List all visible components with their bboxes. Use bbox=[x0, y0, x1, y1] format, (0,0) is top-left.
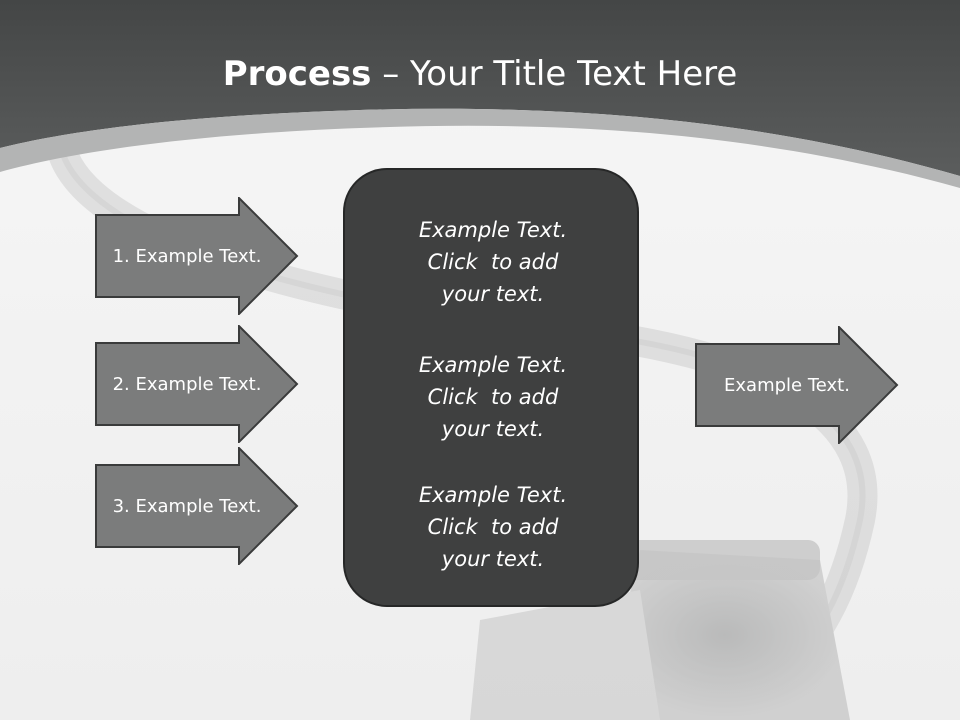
arrow-shape bbox=[95, 197, 299, 315]
input-arrow-2[interactable]: 2. Example Text. bbox=[95, 325, 299, 443]
process-text-block-3: Example Text. Click to add your text. bbox=[345, 479, 641, 575]
text-line: your text. bbox=[441, 417, 545, 441]
arrow-label: 3. Example Text. bbox=[112, 495, 262, 517]
text-line: Click to add bbox=[427, 515, 559, 539]
text-line: Click to add bbox=[427, 385, 559, 409]
title-bold: Process bbox=[222, 54, 372, 94]
process-text-block-2: Example Text. Click to add your text. bbox=[345, 349, 641, 445]
text-line: Example Text. bbox=[418, 218, 568, 242]
text-line: Click to add bbox=[427, 250, 559, 274]
input-arrow-1[interactable]: 1. Example Text. bbox=[95, 197, 299, 315]
text-line: your text. bbox=[441, 282, 545, 306]
process-box[interactable]: Example Text. Click to add your text. Ex… bbox=[343, 168, 639, 607]
output-arrow[interactable]: Example Text. bbox=[695, 326, 899, 444]
process-text-block-1: Example Text. Click to add your text. bbox=[345, 214, 641, 310]
arrow-label: Example Text. bbox=[724, 374, 850, 396]
title-rest: – Your Title Text Here bbox=[371, 54, 738, 94]
arrow-label: 2. Example Text. bbox=[112, 373, 262, 395]
arrow-shape bbox=[95, 447, 299, 565]
slide-title: Process – Your Title Text Here bbox=[0, 52, 960, 96]
input-arrow-3[interactable]: 3. Example Text. bbox=[95, 447, 299, 565]
arrow-label: 1. Example Text. bbox=[112, 245, 262, 267]
text-line: your text. bbox=[441, 547, 545, 571]
text-line: Example Text. bbox=[418, 353, 568, 377]
arrow-shape bbox=[95, 325, 299, 443]
text-line: Example Text. bbox=[418, 483, 568, 507]
arrow-shape bbox=[695, 326, 899, 444]
